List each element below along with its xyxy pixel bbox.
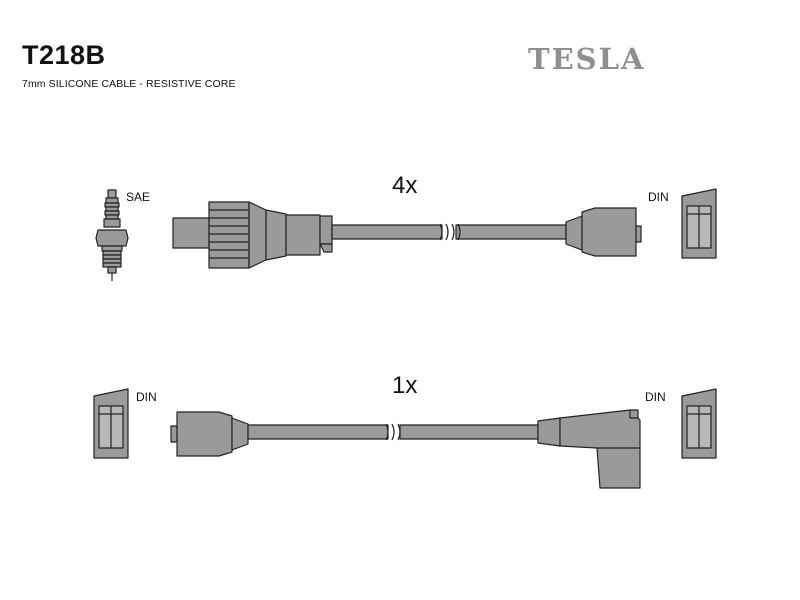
din-terminal-icon xyxy=(93,388,129,459)
part-code: T218B xyxy=(22,40,106,70)
set2-ignition-lead xyxy=(170,409,641,489)
set2-quantity: 1x xyxy=(392,372,418,399)
set1-left-label: SAE xyxy=(126,190,151,204)
din-terminal-icon xyxy=(681,188,717,259)
set1-quantity: 4x xyxy=(392,172,418,199)
set1-right-label: DIN xyxy=(648,190,669,204)
set2-right-label: DIN xyxy=(645,390,666,404)
cable-description: 7mm SILICONE CABLE - RESISTIVE CORE xyxy=(22,78,236,90)
brand-logo: TESLA xyxy=(528,42,646,76)
set1-ignition-lead xyxy=(172,201,642,269)
set2-left-label: DIN xyxy=(136,390,157,404)
din-terminal-icon xyxy=(681,388,717,459)
spark-plug-icon xyxy=(95,189,129,281)
